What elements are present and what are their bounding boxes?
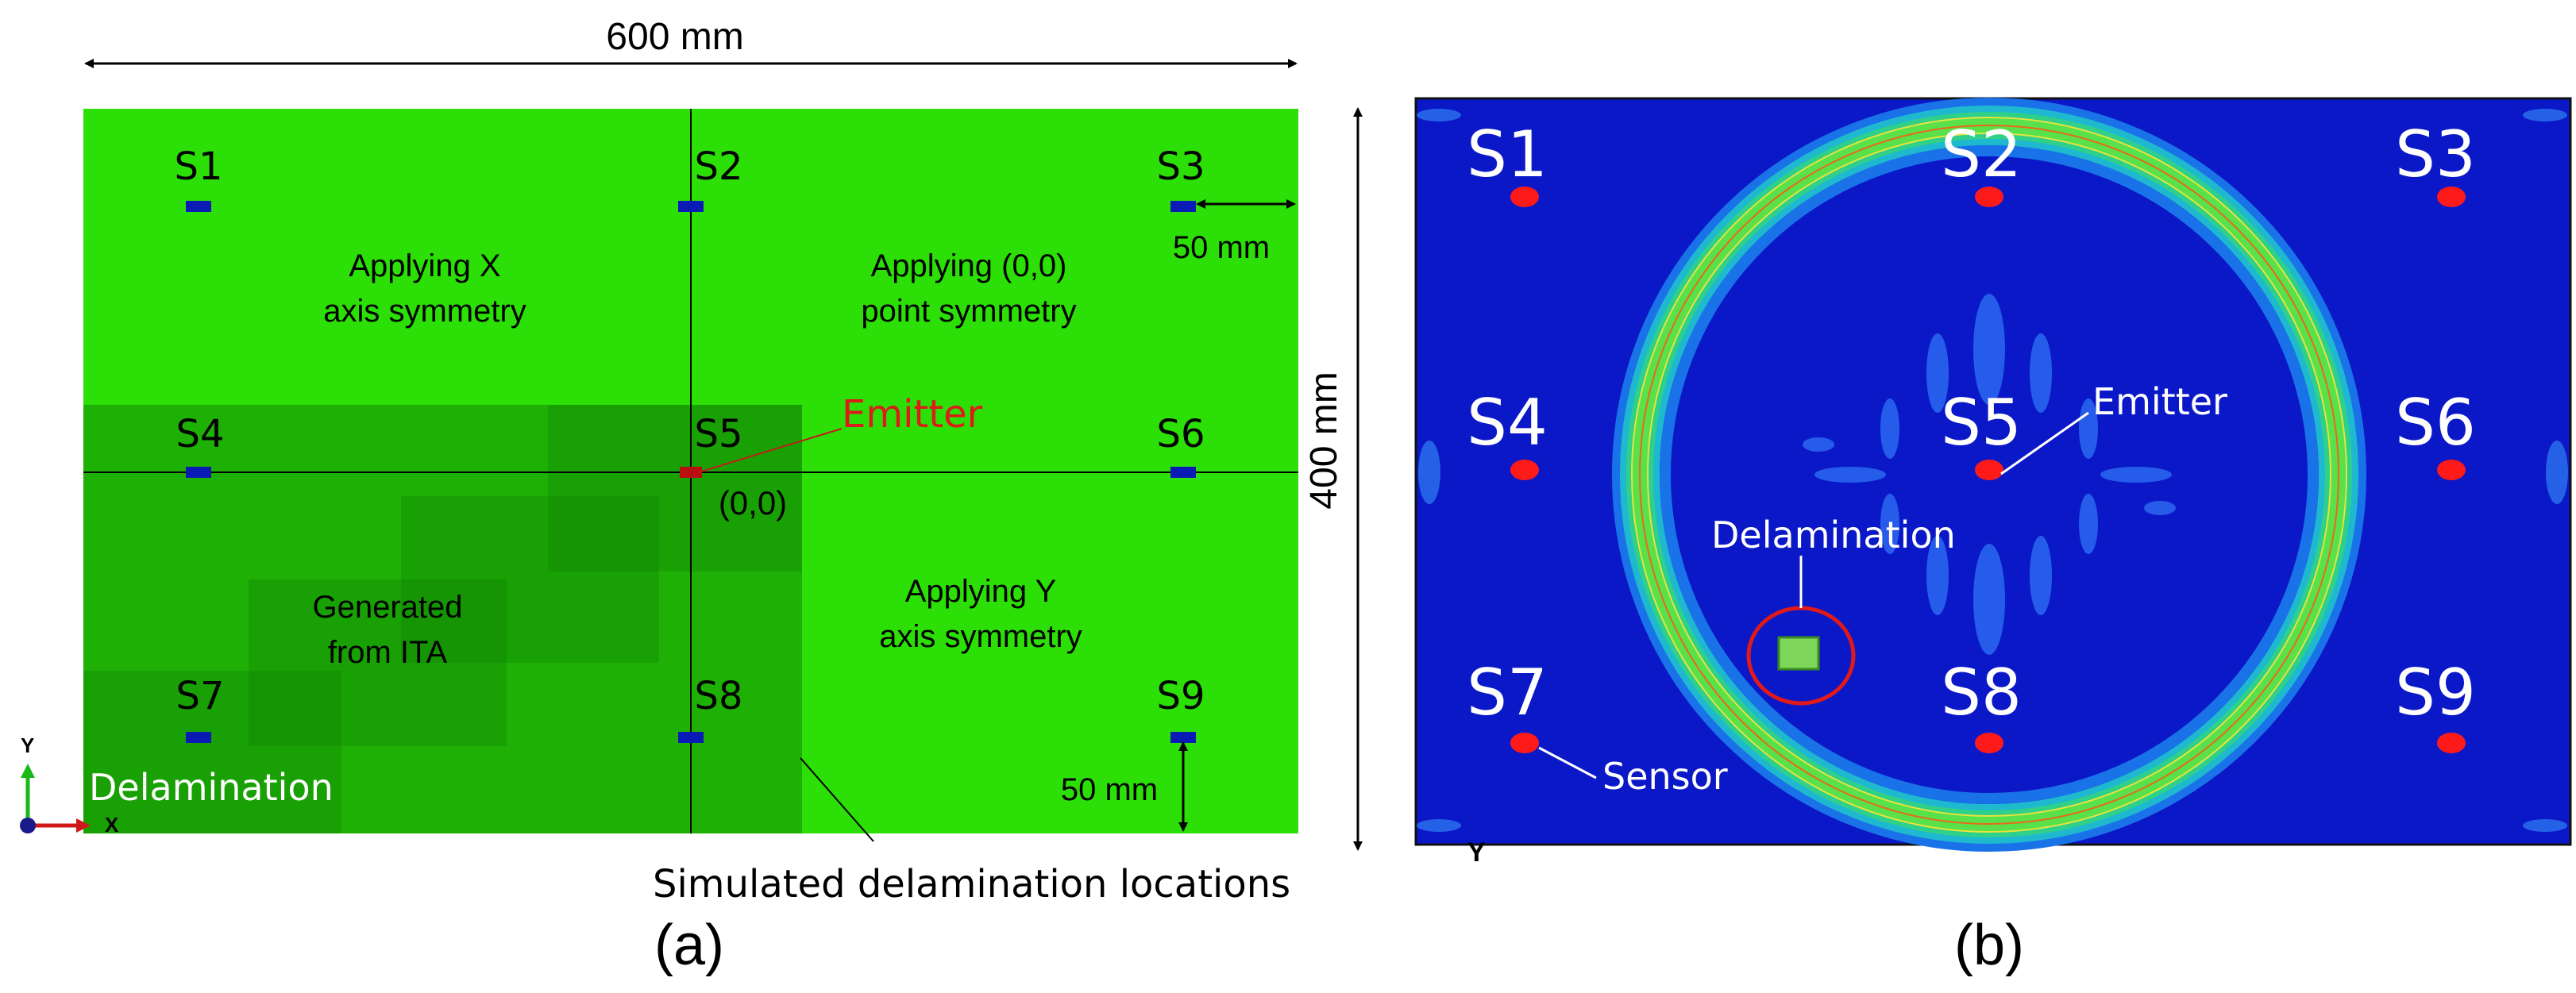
sensor-dot-s4	[1510, 460, 1539, 480]
emitter-leader	[698, 428, 843, 473]
sensor-dot-s3	[2437, 187, 2466, 207]
sensor-dot-s8	[1975, 733, 2003, 753]
wave-ring	[1612, 98, 2366, 852]
sensor-s3	[1170, 201, 1196, 212]
caption-a: (a)	[654, 914, 724, 977]
sensor-label-s6: S6	[1156, 412, 1205, 456]
sensor-b-label-s3: S3	[2395, 117, 2476, 191]
simulated-leader	[800, 757, 874, 842]
sensor-b-label-s2: S2	[1941, 117, 2022, 191]
sensor-label-b: Sensor	[1602, 755, 1728, 798]
sensor-label-s8: S8	[694, 674, 742, 718]
sensor-dots	[1510, 187, 2466, 753]
sensor-dot-s1	[1510, 187, 1539, 207]
x-symmetry-line1: Applying X	[349, 248, 500, 283]
sensor-s9	[1170, 732, 1196, 743]
panel-b: Delamination S1 S2 S3 S4 S5 S6 S7 S8 S9 …	[1414, 97, 2572, 977]
origin-label: (0,0)	[719, 484, 787, 522]
generated-line1: Generated	[312, 590, 462, 625]
sensor-s8	[678, 732, 704, 743]
sensor-label-s3: S3	[1156, 144, 1205, 189]
caption-b: (b)	[1954, 914, 2024, 977]
y-symmetry-line1: Applying Y	[905, 574, 1057, 609]
sensor-s1	[186, 201, 211, 212]
sensor-label-s5: S5	[694, 412, 742, 456]
offset-right-label: 50 mm	[1173, 230, 1270, 265]
sensor-dot-s7	[1510, 733, 1539, 753]
sensor-label-s1: S1	[174, 144, 222, 189]
sensor-s2	[678, 201, 704, 212]
sensor-s6	[1170, 467, 1196, 478]
sensor-label-s7: S7	[175, 674, 224, 718]
y-symmetry-line2: axis symmetry	[879, 619, 1082, 654]
sensor-b-label-s6: S6	[2395, 386, 2476, 460]
panel-a: 600 mm S1 S2	[20, 16, 1363, 977]
emitter-label: Emitter	[842, 392, 983, 437]
x-symmetry-line2: axis symmetry	[323, 294, 526, 329]
emitter-leader-b	[2000, 411, 2089, 475]
sensor-label-s2: S2	[694, 144, 742, 189]
sensor-dot-s5	[1975, 460, 2003, 480]
sensor-b-label-s7: S7	[1467, 656, 1548, 729]
sensor-s7	[186, 732, 211, 743]
axis-triad: Y X	[20, 733, 119, 837]
sensor-label-s4: S4	[175, 412, 224, 456]
sensor-b-label-s5: S5	[1941, 386, 2022, 460]
sensor-b-label-s9: S9	[2395, 656, 2476, 729]
sensor-leader	[1538, 746, 1597, 779]
width-label: 600 mm	[606, 16, 743, 58]
sensor-label-s9: S9	[1156, 674, 1205, 718]
delamination-label-a: Delamination	[89, 766, 334, 809]
axis-y-label-a: Y	[21, 733, 34, 757]
simulated-label: Simulated delamination locations	[653, 862, 1290, 906]
simulated-delamination-region	[83, 405, 802, 833]
axis-x-label-a: X	[105, 813, 119, 837]
sensor-dot-s9	[2437, 733, 2466, 753]
generated-line2: from ITA	[328, 635, 448, 670]
point-symmetry-line1: Applying (0,0)	[871, 248, 1067, 283]
sensor-dot-s2	[1975, 187, 2003, 207]
scatter-pattern	[1803, 294, 2176, 655]
point-symmetry-line2: point symmetry	[861, 294, 1076, 329]
edge-artifacts	[1417, 109, 2568, 832]
emitter-marker	[680, 467, 702, 478]
delamination-patch	[1777, 636, 1820, 671]
delamination-label-b: Delamination	[1711, 514, 1956, 556]
sensor-b-label-s4: S4	[1467, 386, 1548, 460]
height-label: 400 mm	[1303, 371, 1345, 509]
sensor-markers	[186, 201, 1196, 743]
sensor-b-label-s1: S1	[1467, 117, 1548, 191]
sensor-s4	[186, 467, 211, 478]
offset-bottom-label: 50 mm	[1061, 772, 1158, 807]
sensor-b-label-s8: S8	[1941, 656, 2022, 729]
axis-y-label-b: Y	[1467, 837, 1486, 868]
sensor-dot-s6	[2437, 460, 2466, 480]
emitter-label-b: Emitter	[2092, 380, 2227, 423]
